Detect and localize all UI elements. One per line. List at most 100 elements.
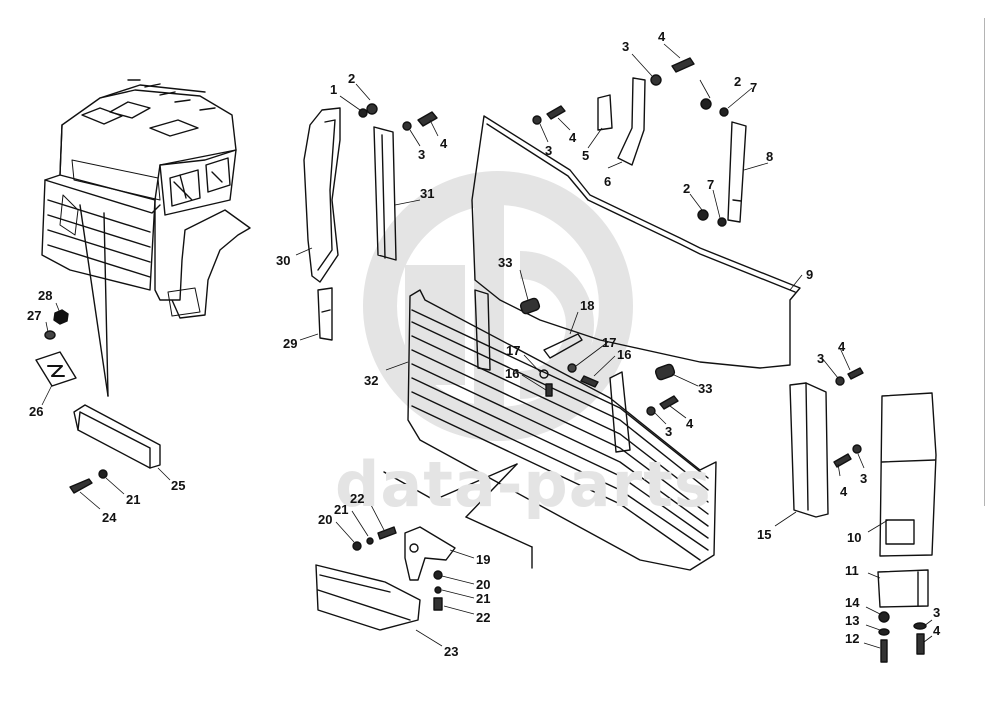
callout-4: 4 [933,623,941,638]
part-25-handle [73,404,161,469]
callout-12: 12 [845,631,860,646]
part-26-emblem [35,351,77,387]
watermark-logo-icon [363,171,633,441]
callout-4: 4 [838,339,846,354]
part-17-clip [539,369,549,379]
callout-16: 16 [617,347,632,362]
callout-30: 30 [276,253,291,268]
part-3-washer [646,406,656,416]
part-1-washer [358,108,368,118]
callout-4: 4 [569,130,577,145]
callout-13: 13 [845,613,860,628]
callout-21: 21 [476,591,491,606]
callout-8: 8 [766,149,774,164]
part-2-nut [700,98,712,110]
callout-4: 4 [658,29,666,44]
part-21-washer [98,469,108,479]
callout-22: 22 [350,491,365,506]
part-12-bolt [880,639,888,663]
callout-22: 22 [476,610,491,625]
callout-32: 32 [364,373,379,388]
callout-9: 9 [806,267,814,282]
part-4-bolt [546,105,566,120]
truck-cab [41,79,251,397]
part-3-washer [402,121,412,131]
part-13-washer [878,628,890,636]
part-9-front-panel [471,115,801,369]
part-30-side-panel [303,107,341,283]
part-3-washer [532,115,542,125]
callout-3: 3 [418,147,426,162]
part-4-bolt [417,111,438,127]
part-23-bracket [315,564,421,631]
callout-27: 27 [27,308,42,323]
part-4-bolt [847,367,864,380]
part-22-bolt [433,597,443,611]
part-19-hinge-plate [404,526,456,581]
part-16-bolt [580,375,599,388]
part-4-bolt [659,395,679,410]
part-2-nut [697,209,709,221]
part-4-bolt [671,57,695,73]
callout-1: 1 [330,82,338,97]
part-15-post [789,382,829,518]
callout-4: 4 [686,416,694,431]
callout-3: 3 [933,605,941,620]
part-21-washer [366,537,374,545]
part-4-bolt [916,633,925,655]
watermark-text: data-parts [335,448,712,521]
callout-7: 7 [707,177,715,192]
callout-4: 4 [840,484,848,499]
part-10-corner-panel [879,392,937,557]
part-18-latch [543,333,583,359]
callout-26: 26 [29,404,44,419]
part-33-bushing [519,297,541,315]
part-20-nut [433,570,443,580]
callout-21: 21 [334,502,349,517]
part-3-washer [650,74,662,86]
part-20-nut [352,541,362,551]
callout-33: 33 [698,381,713,396]
callout-28: 28 [38,288,53,303]
callout-19: 19 [476,552,491,567]
part-17-clip [567,363,577,373]
callout-24: 24 [102,510,117,525]
callout-18: 18 [580,298,595,313]
part-21-washer [434,586,442,594]
part-31-rail [373,126,397,261]
callout-2: 2 [734,74,742,89]
callout-7: 7 [750,80,758,95]
callout-20: 20 [318,512,333,527]
part-6-strap [617,77,646,166]
callout-3: 3 [817,351,825,366]
part-7-washer [719,107,729,117]
callout-15: 15 [757,527,772,542]
callout-17: 17 [602,335,617,350]
callout-33: 33 [498,255,513,270]
callout-11: 11 [845,563,859,578]
callout-14: 14 [845,595,860,610]
part-7-washer [717,217,727,227]
callout-6: 6 [604,174,612,189]
callout-31: 31 [420,186,435,201]
callout-25: 25 [171,478,186,493]
callout-3: 3 [622,39,630,54]
grille-mount-right [609,371,631,453]
part-29-cover [317,287,333,341]
callout-2: 2 [683,181,691,196]
callout-23: 23 [444,644,459,659]
callout-3: 3 [545,143,553,158]
callout-21: 21 [126,492,141,507]
part-3-washer [913,622,927,630]
part-2-nut [366,103,378,115]
part-14-nut [878,611,890,623]
callout-16: 16 [505,366,520,381]
part-5-bracket [597,94,613,131]
part-11-cover [877,569,929,608]
part-16-bolt [545,383,553,397]
part-24-bolt [69,478,93,494]
part-4-bolt [833,453,852,468]
grille-mount-left [474,289,491,371]
part-22-bolt [377,526,397,540]
part-3-washer [835,376,845,386]
